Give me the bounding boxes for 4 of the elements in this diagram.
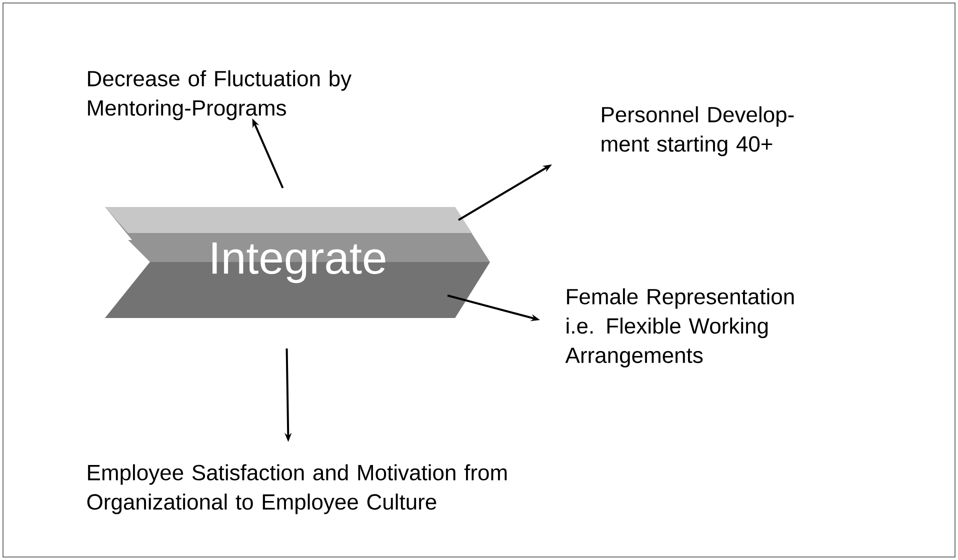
text-label: Employee Satisfaction and Motivation from Organizational to Employee Culture (87, 464, 507, 514)
text-label: Female Representation i.e. Flexible Working Arrangements (565, 288, 794, 368)
text-label: Decrease of Fluctuation by Mentoring-Programs (88, 70, 352, 120)
text-label: Personnel Develop- ment starting 40+ (602, 106, 794, 156)
